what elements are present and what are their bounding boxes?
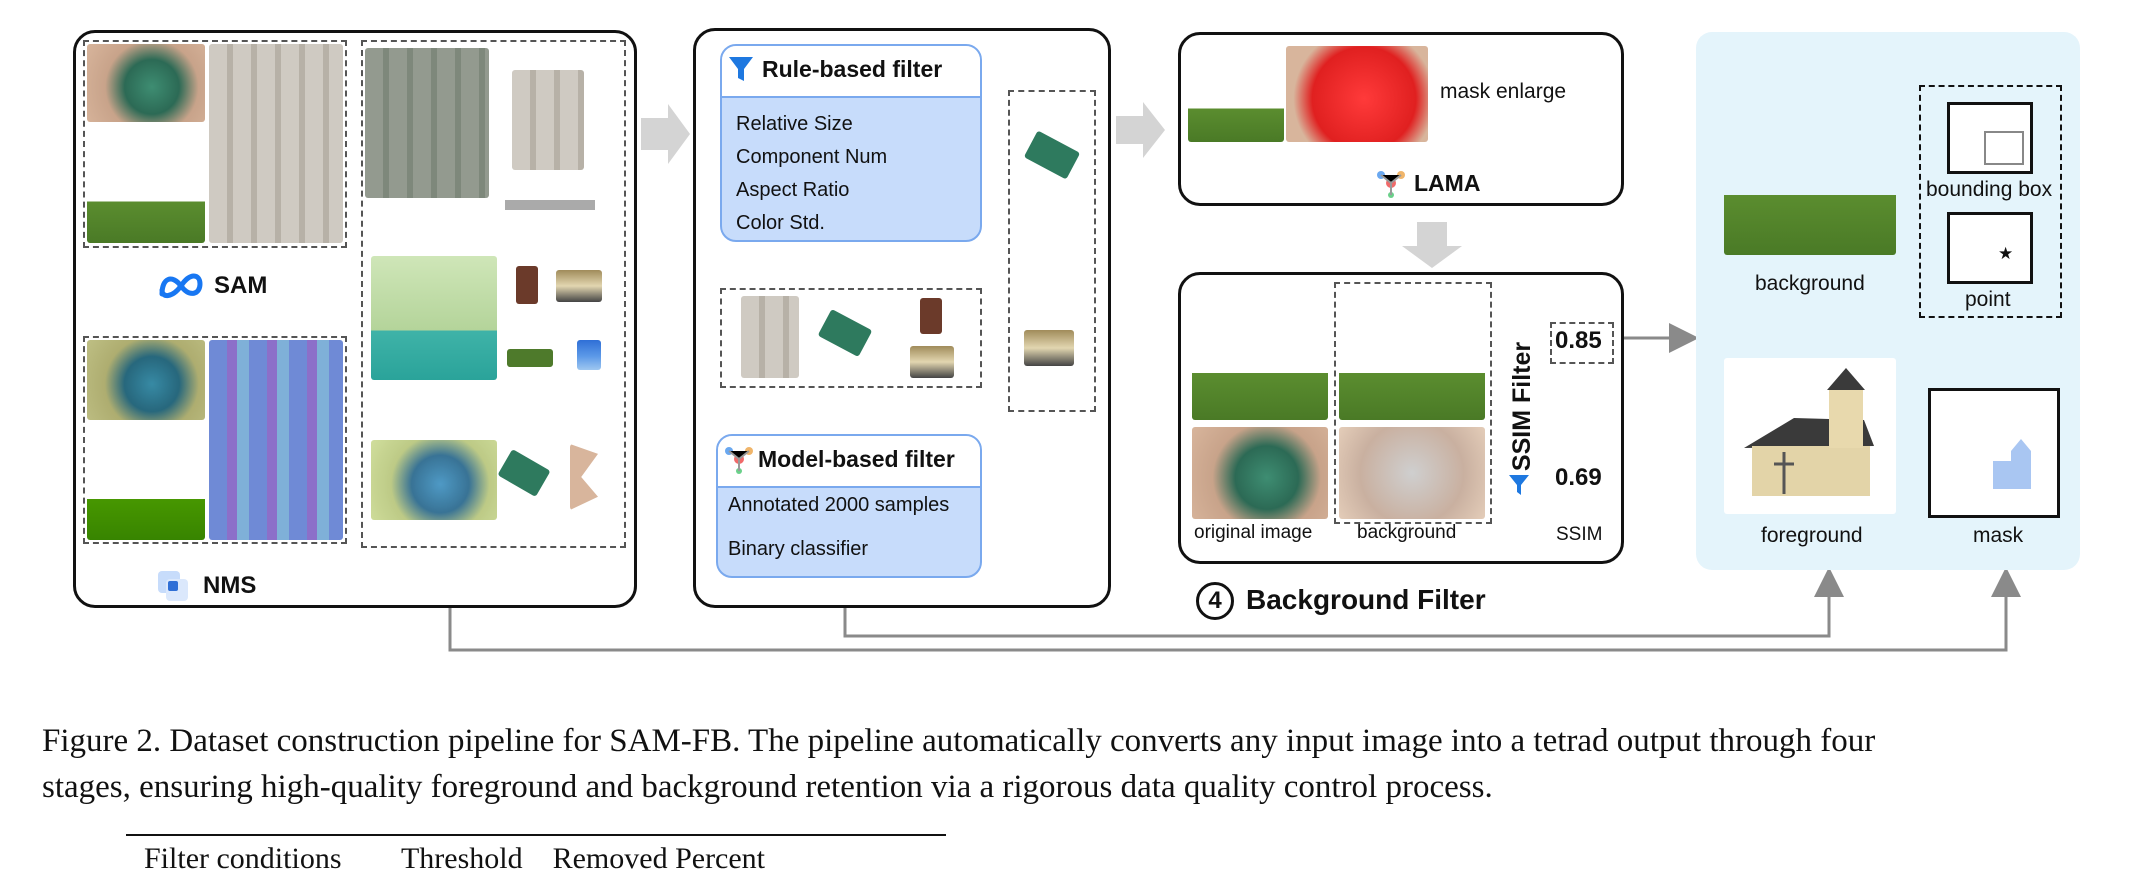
input-phone-image <box>87 44 205 122</box>
stage-arrow-2 <box>1116 102 1165 158</box>
inpaint-church-image <box>1188 46 1284 142</box>
ssim-label: SSIM <box>1556 524 1603 545</box>
original-image-label: original image <box>1194 522 1313 543</box>
rule-filter-list: Relative Size Component Num Aspect Ratio… <box>736 108 887 240</box>
input-church-image <box>87 125 205 243</box>
model-filtered-crops <box>1008 90 1096 412</box>
original-church-image <box>1192 286 1328 420</box>
point-prompt: ★ <box>1947 212 2033 284</box>
output-mask-image <box>1928 388 2060 518</box>
background-images-group <box>1334 282 1492 524</box>
background-church-image <box>1339 286 1485 420</box>
final-church-crop <box>1024 330 1074 366</box>
background-phone-image <box>1339 427 1485 519</box>
rule-filter-title: Rule-based filter <box>762 56 943 82</box>
filtered-church-crop <box>910 346 954 378</box>
output-background-label: background <box>1755 272 1865 295</box>
background-label: background <box>1357 522 1457 543</box>
mask-phone-overlay <box>371 440 497 520</box>
output-foreground-image <box>1724 358 1896 514</box>
score-fail: 0.69 <box>1555 464 1602 491</box>
stage-arrow-3 <box>1402 222 1462 268</box>
rule-item: Color Std. <box>736 212 825 234</box>
segmented-church-image <box>87 423 205 540</box>
rule-item: Component Num <box>736 146 888 168</box>
mask-sky-crop <box>577 340 601 370</box>
lama-icon <box>1376 168 1406 198</box>
mask-enlarge-label: mask enlarge <box>1440 80 1567 103</box>
mask-tower-overlay <box>365 48 489 198</box>
table-header-fragment: Filter conditions Threshold Removed Perc… <box>144 842 766 875</box>
output-background-image <box>1724 83 1896 255</box>
score-pass: 0.85 <box>1555 327 1602 354</box>
score-pass-box <box>1550 322 1614 364</box>
bbox-rect-icon <box>1984 131 2024 165</box>
model-item: Binary classifier <box>728 538 869 560</box>
table-top-rule <box>126 834 946 836</box>
prompt-group <box>1919 85 2062 318</box>
mask-church-crop-1 <box>516 266 538 304</box>
output-foreground-label: foreground <box>1761 524 1863 547</box>
mask-church-crop-2 <box>556 270 602 302</box>
mask-ledge-crop <box>505 200 595 210</box>
rule-filter-box: Rule-based filter Relative Size Componen… <box>720 44 982 242</box>
masks-group <box>361 40 626 548</box>
figure-caption-line1: Figure 2. Dataset construction pipeline … <box>42 723 1876 759</box>
ssim-filter-label: SSIM Filter <box>1508 341 1537 472</box>
rule-item: Relative Size <box>736 113 853 135</box>
stage4-title: Background Filter <box>1246 584 1486 615</box>
bbox-prompt <box>1947 102 2033 174</box>
stage4-number-badge: 4 <box>1196 582 1234 620</box>
bbox-label: bounding box <box>1926 178 2053 201</box>
meta-logo-icon <box>158 268 204 302</box>
enlarged-mask-image <box>1286 46 1428 142</box>
nms-label: NMS <box>203 572 257 599</box>
mask-tower-crop <box>512 70 584 170</box>
model-filter-icon <box>724 444 754 474</box>
model-item: Annotated 2000 samples <box>728 494 950 516</box>
rule-filtered-crops <box>720 288 982 388</box>
model-filter-title: Model-based filter <box>758 446 955 472</box>
filtered-tower-crop <box>741 296 799 378</box>
figure-caption-line2: stages, ensuring high-quality foreground… <box>42 769 1493 805</box>
point-label: point <box>1965 288 2011 311</box>
mask-grass-crop <box>507 349 553 367</box>
segmented-images-group <box>83 336 347 544</box>
segmented-phone-image <box>87 340 205 420</box>
funnel-icon <box>728 54 754 84</box>
stage-arrow-1 <box>641 104 690 164</box>
input-tower-image <box>209 44 343 243</box>
filtered-tree-crop <box>920 298 942 334</box>
segmented-tower-image <box>209 340 343 540</box>
sam-label: SAM <box>214 272 268 299</box>
model-filter-box: Model-based filter Annotated 2000 sample… <box>716 434 982 578</box>
output-mask-label: mask <box>1973 524 2024 547</box>
rule-item: Aspect Ratio <box>736 179 850 201</box>
original-phone-image <box>1192 427 1328 519</box>
input-images-group <box>83 40 347 248</box>
lama-label: LAMA <box>1414 170 1481 196</box>
mask-church-overlay <box>371 256 497 380</box>
nms-icon <box>156 569 190 603</box>
point-star-icon: ★ <box>1998 244 2014 263</box>
ssim-filter-icon <box>1508 472 1530 498</box>
